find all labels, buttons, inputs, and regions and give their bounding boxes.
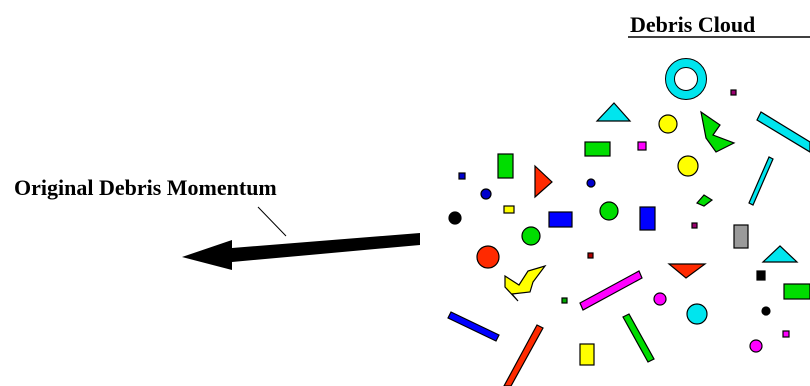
black-dot-right <box>761 306 771 316</box>
magenta-square-top <box>637 141 647 151</box>
yellow-fragment <box>504 264 547 302</box>
green-speck <box>561 297 568 304</box>
momentum-arrow <box>182 233 420 270</box>
black-dot-left <box>448 211 462 225</box>
green-leaf <box>696 194 714 207</box>
red-speck <box>587 252 594 259</box>
green-circle-2 <box>521 226 541 246</box>
green-rod <box>622 313 655 363</box>
green-rect-top <box>584 141 611 157</box>
debris-cloud <box>447 58 810 386</box>
yellow-circle-mid <box>677 155 699 177</box>
magenta-rod <box>579 270 643 311</box>
cyan-triangle-right <box>761 245 799 263</box>
magenta-dot-2 <box>749 339 763 353</box>
purple-speck <box>730 89 737 96</box>
momentum-label: Original Debris Momentum <box>14 175 277 200</box>
green-fragment-top <box>700 110 736 153</box>
red-rod <box>503 324 544 386</box>
label-leader-line <box>257 206 287 237</box>
blue-rod <box>447 311 500 342</box>
blue-small-circle <box>480 188 492 200</box>
cyan-ring-outline-inner <box>674 67 698 91</box>
green-circle <box>599 201 619 221</box>
blue-rect <box>548 211 573 228</box>
cloud-title: Debris Cloud <box>630 12 755 37</box>
magenta-speck <box>782 330 790 338</box>
cyan-rod-top-right <box>756 111 810 153</box>
red-triangle <box>534 164 553 199</box>
yellow-block <box>579 343 595 366</box>
green-rect-right <box>783 283 810 300</box>
red-triangle-down <box>667 263 707 279</box>
gray-block <box>733 224 749 249</box>
cyan-triangle-top <box>595 102 632 122</box>
yellow-circle-top <box>658 114 678 134</box>
black-square <box>756 270 766 281</box>
yellow-small-rect <box>503 205 515 214</box>
blue-speck <box>458 172 466 180</box>
magenta-dot <box>653 292 667 306</box>
cyan-ring-outline-outer <box>665 58 707 100</box>
cyan-circle <box>686 303 708 325</box>
blue-tall-rect <box>639 206 656 231</box>
cyan-rod-right <box>748 156 774 206</box>
purple-speck-2 <box>691 222 698 229</box>
cyan-ring <box>665 58 707 100</box>
red-circle <box>476 245 500 269</box>
blue-dot <box>586 178 596 188</box>
green-block <box>497 153 514 179</box>
